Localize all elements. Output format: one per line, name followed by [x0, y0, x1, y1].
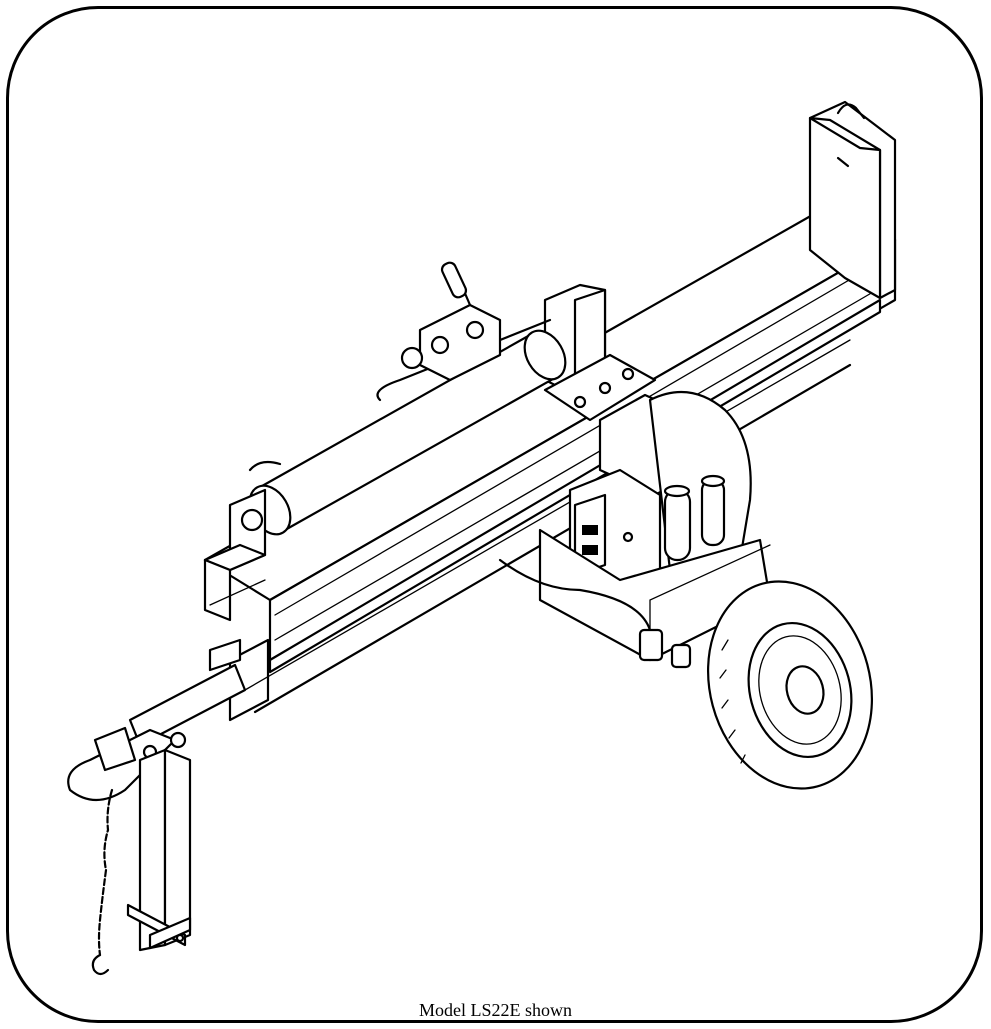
wheel [706, 580, 874, 790]
electric-motor [568, 390, 752, 597]
control-valve [400, 261, 502, 382]
jack-stand [126, 748, 192, 952]
end-plate [808, 100, 897, 300]
trailer-tongue [67, 638, 247, 802]
engine-base [498, 528, 772, 669]
front-block [203, 488, 267, 622]
splitter-beam [203, 203, 897, 722]
safety-chain [91, 788, 114, 976]
figure-caption: Model LS22E shown [419, 1000, 572, 1020]
